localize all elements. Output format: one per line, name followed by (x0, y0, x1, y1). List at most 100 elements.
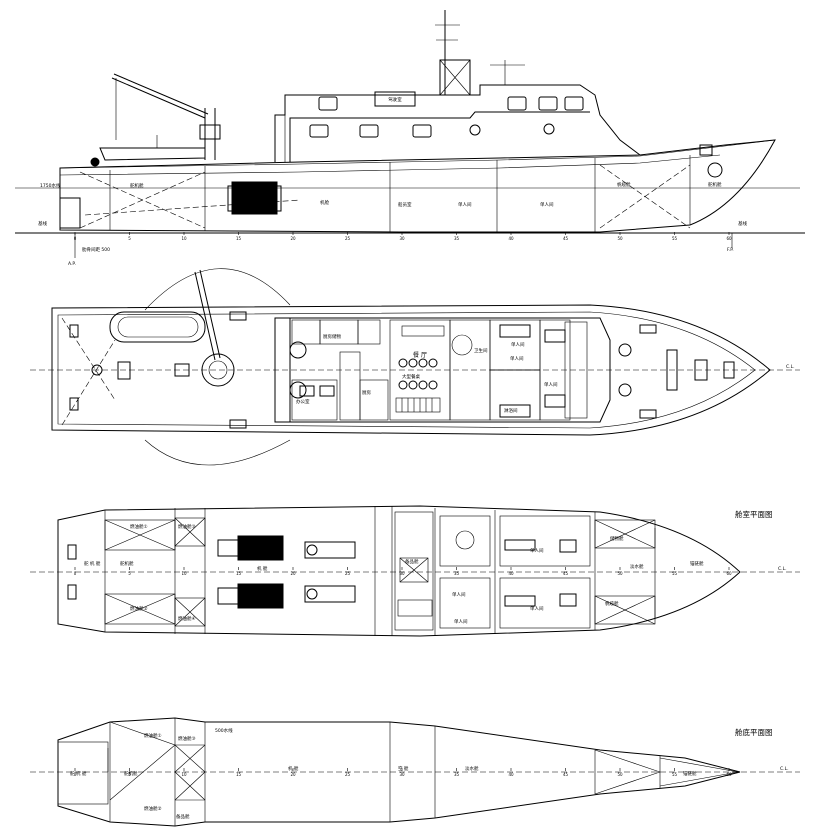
lower-label-rudder: 舵 机 舱 (84, 560, 101, 567)
frame-number: 20 (290, 571, 296, 576)
frame-number: 60 (726, 772, 732, 777)
main-engine-profile (227, 181, 282, 215)
frame-number: 15 (236, 772, 242, 777)
main-deck-line (59, 139, 776, 169)
window (538, 96, 558, 111)
bulkheads-profile (109, 155, 691, 232)
label-toilet: 卫生间 (474, 347, 488, 354)
main-deck-plan: C.L. (30, 268, 800, 466)
lower-label-chain: 锚链舱 (690, 560, 704, 567)
frame-number: 35 (454, 236, 460, 241)
hold-plan: 舱底平面图 C.L. 舵 机 舱 舵 (30, 717, 800, 827)
hold-label-fuel1: 燃油舱① (144, 732, 162, 739)
label-cabin-b: 单人间 (540, 201, 554, 208)
stern-transom (59, 197, 81, 229)
label-cabin3: 单人间 (510, 355, 524, 362)
hold-label-rudder: 舵 机 舱 (70, 770, 87, 777)
rescue-boat (109, 311, 206, 343)
hold-title: 舱底平面图 (735, 727, 773, 737)
window (507, 96, 527, 111)
bitts (69, 311, 657, 429)
lower-label-fresh-water: 淡水舱 (630, 563, 644, 570)
rescue-boat-profile (99, 135, 206, 161)
anchor-pocket (707, 162, 723, 178)
window (564, 96, 584, 111)
porthole (543, 123, 555, 135)
frame-number: 30 (399, 571, 405, 576)
lower-main-engines (217, 535, 356, 609)
frame-number: 30 (399, 236, 405, 241)
label-bosun-store: 帆缆舱 (617, 181, 631, 188)
lower-label-cabin1: 单人间 (452, 591, 466, 598)
frame-number: 60 (726, 236, 732, 241)
hold-label-water: 淡水舱 (465, 765, 479, 772)
label-crew-room: 船员室 (398, 201, 412, 208)
bow-fitting (699, 144, 713, 156)
mess-tables (398, 358, 438, 390)
label-cabin-a: 单人间 (458, 201, 472, 208)
window (318, 96, 338, 111)
label-keel-right: 基线 (738, 220, 747, 227)
frame-number: 5 (128, 571, 131, 576)
lower-deck-title: 舱室平面图 (735, 509, 773, 519)
lower-label-engine: 机 舱 (257, 565, 268, 572)
lower-rooms (394, 511, 591, 631)
crane-base (201, 353, 235, 387)
stairs (395, 325, 473, 413)
label-tiller: 舵机舱 (130, 182, 144, 189)
label-frame-spacing: 肋骨间距 500 (82, 246, 110, 253)
label-rudder-room: 舵机舱 (708, 181, 722, 188)
deck-sheer-line (59, 154, 721, 176)
label-cabin1: 单人间 (511, 341, 525, 348)
lower-label-cabin3: 单人间 (454, 618, 468, 625)
frame-number: 20 (290, 236, 296, 241)
label-office: 办公室 (296, 398, 310, 405)
label-cabin2: 单人间 (544, 381, 558, 388)
frame-number: 50 (617, 236, 623, 241)
lower-label-tank4: 燃油舱④ (178, 615, 196, 622)
deckhouse-rooms (291, 319, 571, 421)
frame-number: 15 (236, 236, 242, 241)
deck-crane (111, 73, 221, 160)
superstructure: 驾驶室 (274, 84, 641, 162)
frame-number: 25 (345, 236, 351, 241)
hold-label-empty: 空 舱 (398, 765, 409, 772)
frame-number: 15 (236, 571, 242, 576)
lower-label-store1: 备品舱 (405, 558, 419, 565)
lower-label-store2: 储物舱 (610, 535, 624, 542)
lower-label-tank3: 燃油舱③ (178, 523, 196, 530)
frame-number: 45 (563, 772, 569, 777)
wheelhouse-nameplate (374, 91, 416, 107)
window (309, 124, 329, 138)
label-fp: F.P. (727, 247, 734, 253)
label-galley-store: 厨房储物 (323, 333, 341, 340)
hold-label-engine: 机 舱 (288, 765, 299, 772)
hold-label-fuel2: 燃油舱② (144, 805, 162, 812)
window (359, 124, 379, 138)
spiral-stair (289, 341, 307, 359)
frame-number: 0 (74, 571, 77, 576)
mast (435, 10, 525, 96)
label-ap: A.P. (68, 261, 76, 267)
frame-number: 5 (128, 772, 131, 777)
crane-radius-bottom (144, 439, 291, 466)
lower-deck-hull (57, 505, 741, 637)
label-galley: 厨房 (362, 389, 371, 396)
frame-number: 25 (345, 571, 351, 576)
tank-crosses-profile (79, 164, 691, 229)
deckhouse (274, 317, 611, 423)
hull-outline (59, 139, 776, 233)
label-waterline: 1750水线 (40, 182, 61, 189)
window (412, 124, 432, 138)
frame-number: 35 (454, 571, 460, 576)
frame-number: 5 (128, 236, 131, 241)
frame-number: 60 (726, 571, 732, 576)
stern-bollard (91, 364, 103, 376)
frame-number: 50 (617, 571, 623, 576)
frame-number: 40 (508, 772, 514, 777)
hold-label-steering: 舵机舱 (124, 770, 138, 777)
lower-label-tank1: 燃油舱① (130, 523, 148, 530)
frame-number: 35 (454, 772, 460, 777)
